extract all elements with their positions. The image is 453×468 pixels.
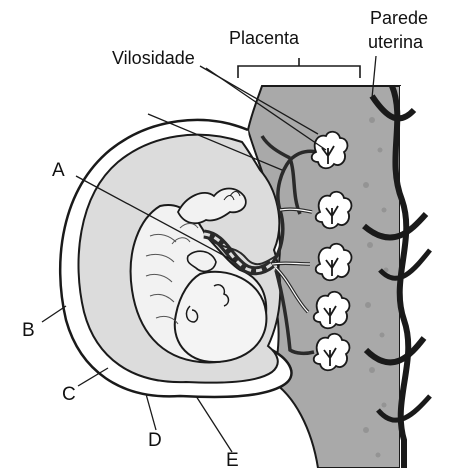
leader-b [42, 306, 66, 322]
label-d: D [148, 430, 162, 451]
label-a: A [52, 160, 65, 181]
leader-e [196, 396, 232, 452]
label-b: B [22, 320, 35, 341]
label-parede-line1: Parede [370, 8, 428, 28]
label-placenta: Placenta [229, 28, 300, 48]
placenta-bracket [238, 58, 360, 78]
label-parede-line2: uterina [368, 32, 424, 52]
leader-d [146, 394, 156, 430]
label-e: E [226, 450, 239, 468]
label-c: C [62, 384, 76, 405]
label-vilosidade: Vilosidade [112, 48, 195, 68]
